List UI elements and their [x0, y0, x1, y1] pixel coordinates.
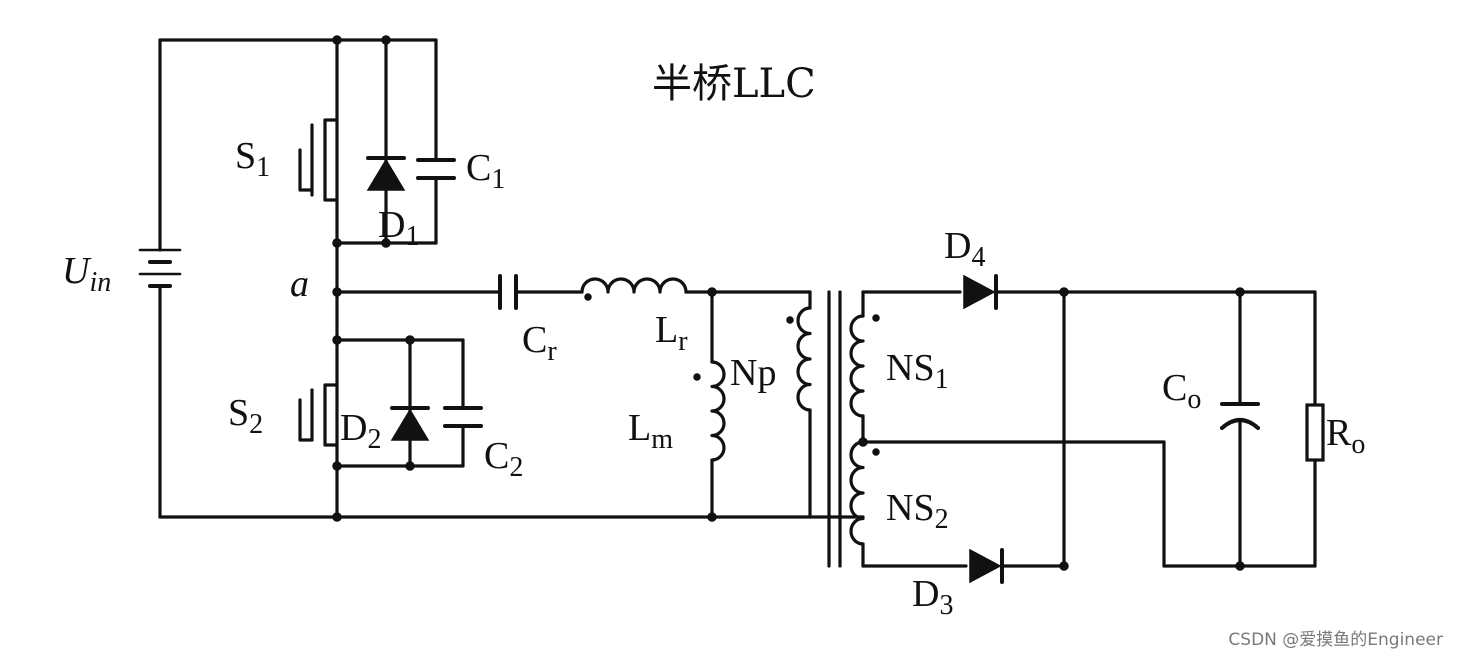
diagram-title: 半桥LLC — [652, 61, 816, 107]
mosfet-s1-icon — [298, 118, 339, 202]
d3-label: D3 — [912, 573, 953, 621]
resonant-tank-wires — [335, 290, 812, 519]
transformer-core-icon — [827, 290, 842, 568]
ro-label: Ro — [1326, 412, 1365, 460]
diode-d1-icon — [366, 156, 406, 191]
capacitor-c2-icon — [443, 406, 483, 428]
capacitor-cr-icon — [498, 274, 518, 310]
battery-uin-icon — [138, 248, 182, 300]
junction-dots — [332, 35, 1245, 571]
resistor-ro-icon — [1305, 403, 1325, 462]
d4-label: D4 — [944, 225, 985, 273]
inductor-lr-icon — [580, 277, 688, 301]
inductor-lm-icon — [693, 360, 726, 462]
c2-label: C2 — [484, 435, 523, 483]
transformer-primary-winding-icon — [786, 306, 812, 412]
uin-label: Uin — [62, 250, 111, 298]
node-a-label: a — [290, 263, 309, 305]
watermark-text: CSDN @爱摸鱼的Engineer — [1228, 630, 1443, 650]
input-bus-wires — [158, 38, 865, 519]
d2-label: D2 — [340, 407, 381, 455]
capacitor-c1-icon — [416, 158, 456, 180]
np-label: Np — [730, 352, 776, 394]
c1-label: C1 — [466, 147, 505, 195]
s2-label: S2 — [228, 392, 263, 440]
upper-switch-network — [335, 38, 438, 245]
diode-d4-icon — [963, 274, 998, 310]
diode-d2-icon — [390, 406, 430, 441]
lm-label: Lm — [628, 407, 673, 455]
co-label: Co — [1162, 367, 1201, 415]
lower-switch-network — [335, 338, 465, 468]
capacitor-co-icon — [1220, 402, 1260, 430]
d1-label: D1 — [378, 204, 419, 252]
s1-label: S1 — [235, 135, 270, 183]
ns1-label: NS1 — [886, 347, 949, 395]
lr-label: Lr — [655, 309, 688, 357]
ns2-label: NS2 — [886, 487, 949, 535]
diode-d3-icon — [969, 548, 1004, 584]
cr-label: Cr — [522, 319, 557, 367]
mosfet-s2-icon — [298, 383, 339, 447]
output-wires — [861, 290, 1317, 568]
transformer-secondary-windings-icon — [849, 290, 880, 568]
